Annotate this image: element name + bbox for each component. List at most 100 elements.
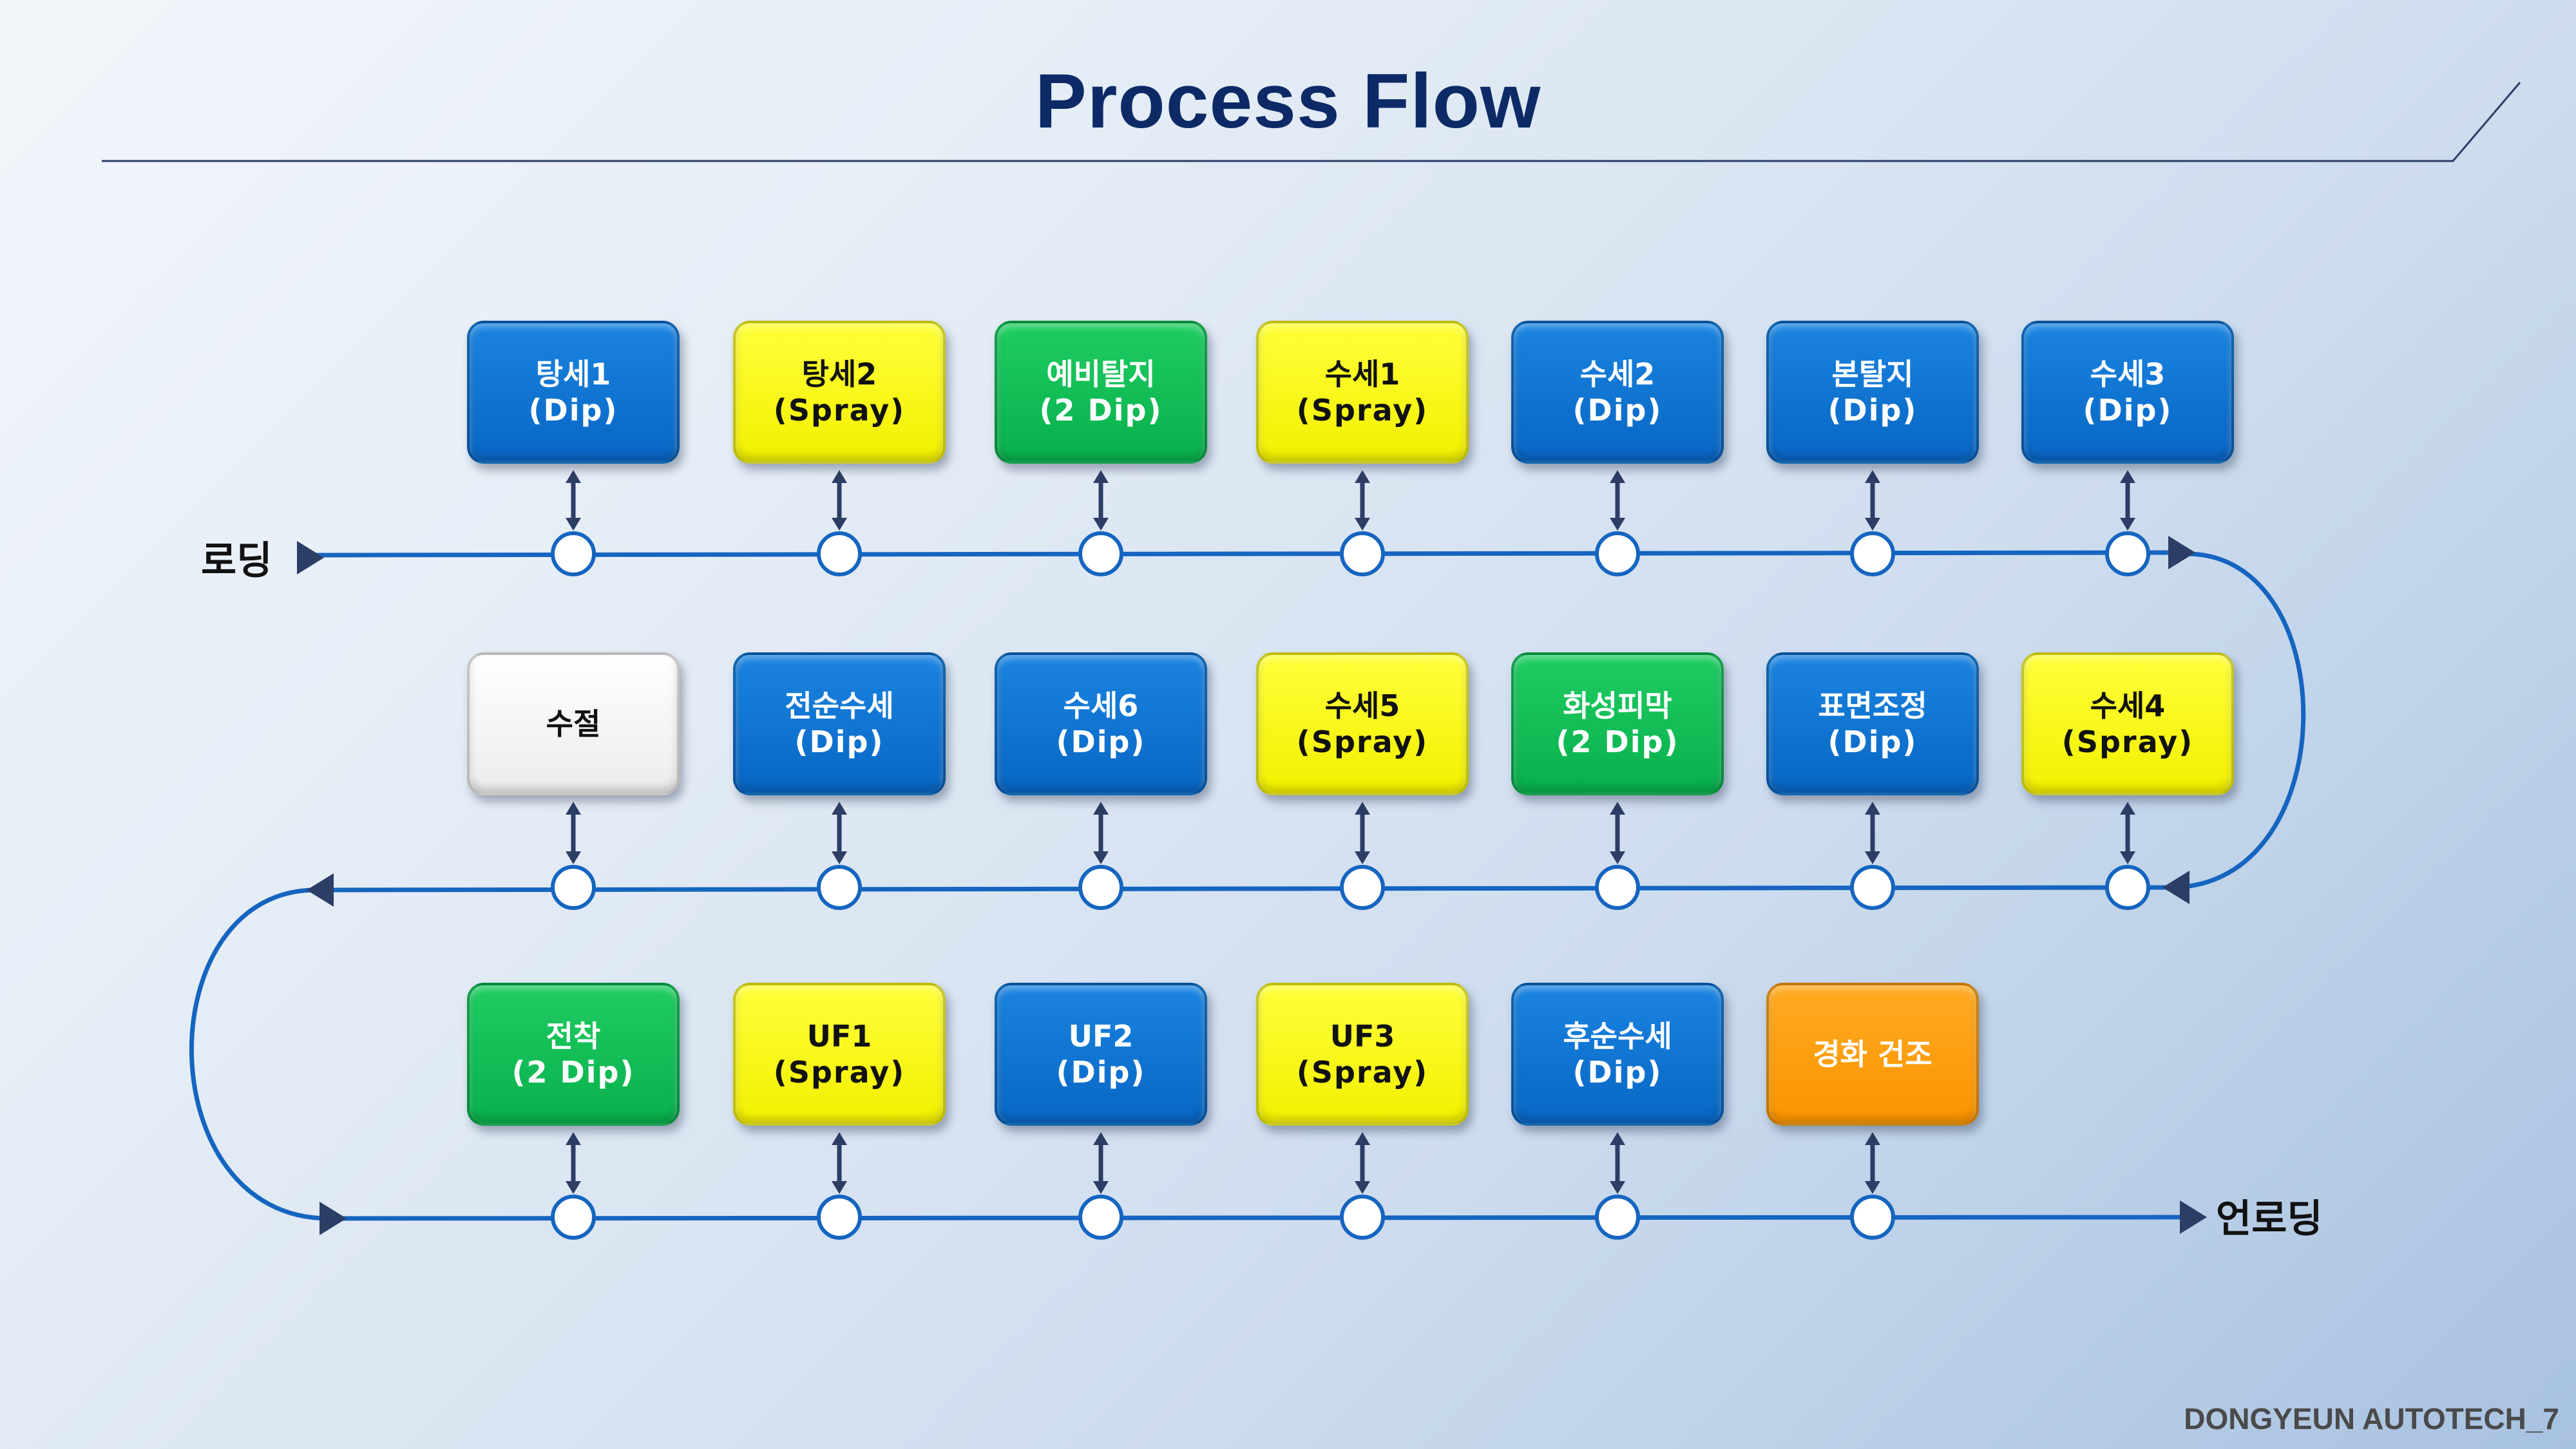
row-1-end-arrowhead (2168, 536, 2195, 569)
station-node (1595, 1195, 1640, 1240)
unloading-label: 언로딩 (2216, 1197, 2323, 1242)
connector-arrowhead-up (832, 470, 847, 483)
connector-arrowhead-down (1610, 1181, 1625, 1194)
connector-arrowhead-up (1093, 470, 1109, 483)
connector-arrowhead-down (1865, 518, 1880, 531)
step-name: 수세6 (1063, 688, 1139, 723)
station-node (551, 865, 596, 910)
process-step-box: 탕세1(Dip) (467, 321, 680, 464)
connector-arrowhead-down (1093, 851, 1109, 864)
process-step-box: 표면조정(Dip) (1766, 652, 1979, 795)
conveyor-loop-left (189, 887, 329, 1221)
process-step-box: 화성피막(2 Dip) (1511, 652, 1724, 795)
process-step-box: 후순수세(Dip) (1511, 983, 1724, 1126)
station-node (551, 1195, 596, 1240)
footer-brand: DONGYEUN AUTOTECH_7 (2184, 1402, 2559, 1435)
step-name: 후순수세 (1563, 1019, 1672, 1054)
connector-arrowhead-up (1355, 1132, 1370, 1145)
station-node (817, 865, 862, 910)
connector-arrowhead-down (1865, 1181, 1880, 1194)
station-node (817, 531, 862, 576)
station-node (1340, 865, 1385, 910)
step-name: 전순수세 (785, 688, 894, 723)
step-name: 수세1 (1324, 357, 1400, 392)
loading-label: 로딩 (201, 538, 272, 583)
step-name: 수세3 (2090, 357, 2166, 392)
connector-arrowhead-down (1355, 1181, 1370, 1194)
process-step-box: 수세3(Dip) (2021, 321, 2234, 464)
connector-arrowhead-down (566, 518, 581, 531)
step-method: (Dip) (1827, 724, 1918, 759)
row-2-end-arrowhead (307, 873, 334, 907)
connector-arrowhead-down (1865, 851, 1880, 864)
conveyor-line-row-3 (328, 1215, 2191, 1221)
step-method: (2 Dip) (1039, 393, 1163, 428)
connector-arrowhead-down (1093, 1181, 1109, 1194)
station-node (1850, 865, 1895, 910)
connector-arrowhead-down (832, 1181, 847, 1194)
station-node (1078, 865, 1123, 910)
process-step-box: 수세1(Spray) (1256, 321, 1469, 464)
step-method: (Spray) (1296, 724, 1429, 759)
process-step-box: 본탈지(Dip) (1766, 321, 1979, 464)
process-step-box: UF1(Spray) (733, 983, 946, 1126)
step-name: 수절 (546, 706, 601, 741)
step-name: 화성피막 (1563, 688, 1672, 723)
step-method: (Dip) (794, 724, 884, 759)
connector-arrowhead-down (1093, 518, 1109, 531)
page-title: Process Flow (1035, 58, 1541, 144)
station-node (551, 531, 596, 576)
connector-arrowhead-down (832, 851, 847, 864)
step-name: 수세5 (1324, 688, 1400, 723)
connector-arrowhead-down (2120, 518, 2135, 531)
station-node (2105, 865, 2150, 910)
conveyor-loop-right (2170, 551, 2306, 890)
connector-arrowhead-down (1355, 851, 1370, 864)
unloading-arrowhead (2180, 1200, 2207, 1234)
step-name: 수세4 (2090, 688, 2166, 723)
row-3-start-arrowhead (320, 1202, 347, 1235)
step-name: 본탈지 (1831, 357, 1914, 392)
step-method: (Dip) (1572, 393, 1663, 428)
connector-arrowhead-up (2120, 470, 2135, 483)
process-step-box: 수세4(Spray) (2021, 652, 2234, 795)
step-name: UF3 (1330, 1019, 1395, 1054)
process-step-box: 수세6(Dip) (995, 652, 1207, 795)
connector-arrowhead-up (1865, 802, 1880, 815)
step-name: 수세2 (1579, 357, 1655, 392)
station-node (1078, 531, 1123, 576)
process-step-box: 경화 건조 (1766, 983, 1979, 1126)
process-step-box: UF2(Dip) (995, 983, 1207, 1126)
step-method: (Spray) (773, 393, 906, 428)
connector-arrowhead-up (566, 802, 581, 815)
connector-arrowhead-down (1610, 851, 1625, 864)
process-step-box: 전순수세(Dip) (733, 652, 946, 795)
process-step-box: 수세5(Spray) (1256, 652, 1469, 795)
connector-arrowhead-up (832, 802, 847, 815)
step-method: (Spray) (1296, 1055, 1429, 1090)
station-node (1850, 1195, 1895, 1240)
connector-arrowhead-up (1093, 802, 1109, 815)
step-name: 탕세1 (535, 357, 611, 392)
step-name: 탕세2 (801, 357, 877, 392)
step-name: UF1 (806, 1019, 872, 1054)
connector-arrowhead-up (566, 470, 581, 483)
process-step-box: UF3(Spray) (1256, 983, 1469, 1126)
station-node (1595, 531, 1640, 576)
connector-arrowhead-down (2120, 851, 2135, 864)
connector-arrowhead-down (1610, 518, 1625, 531)
connector-arrowhead-down (566, 851, 581, 864)
step-method: (2 Dip) (511, 1055, 635, 1090)
process-step-box: 예비탈지(2 Dip) (995, 321, 1207, 464)
step-method: (Dip) (1056, 724, 1146, 759)
connector-arrowhead-up (566, 1132, 581, 1145)
station-node (1340, 1195, 1385, 1240)
step-method: (Spray) (1296, 393, 1429, 428)
station-node (1078, 1195, 1123, 1240)
step-name: UF2 (1068, 1019, 1134, 1054)
connector-arrowhead-up (1355, 802, 1370, 815)
connector-arrowhead-up (2120, 802, 2135, 815)
row-2-start-arrowhead (2162, 871, 2190, 904)
connector-arrowhead-up (1610, 1132, 1625, 1145)
